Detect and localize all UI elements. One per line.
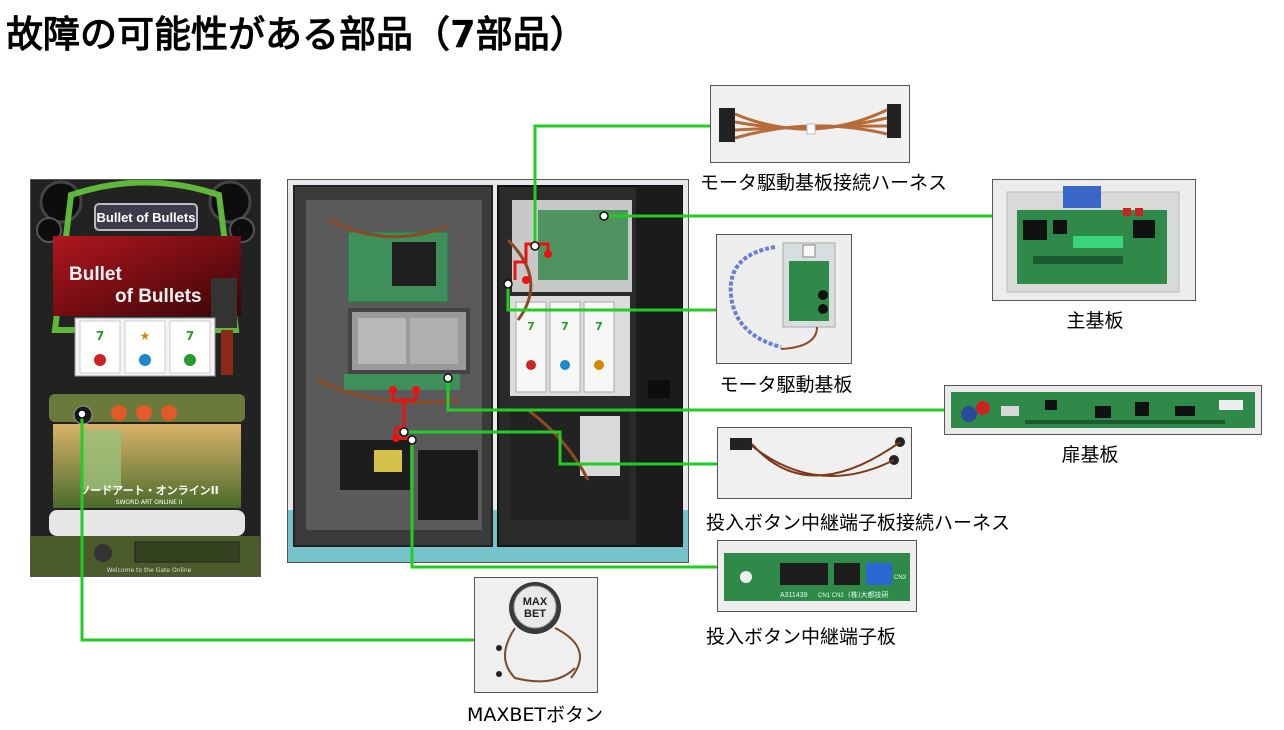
relay-board-drawing: A311439 CN1 CN2 (株)大都技研 CN3 [718, 541, 916, 611]
marker-dot [412, 386, 420, 394]
motor-harness-photo [710, 85, 910, 163]
endpoint-relay-harness [399, 427, 409, 437]
svg-text:7: 7 [595, 320, 603, 333]
endpoint-main-board [599, 211, 609, 221]
motor-harness-label: モータ駆動基板接続ハーネス [700, 172, 948, 194]
relay-harness-photo [717, 427, 912, 499]
door-board-photo [944, 385, 1262, 435]
motor-harness-drawing [711, 86, 909, 162]
line-relay-board [410, 440, 717, 569]
relay-board-maker: (株)大都技研 [848, 590, 888, 599]
machine-logo: Bullet of Bullets [97, 210, 196, 225]
main-board-photo [992, 179, 1196, 301]
line-relay-harness [404, 430, 717, 466]
relay-board-photo: A311439 CN1 CN2 (株)大都技研 CN3 [717, 540, 917, 612]
marker-dot [392, 434, 400, 442]
marker-bracket-top [513, 242, 550, 280]
endpoint-maxbet-button [77, 409, 87, 419]
relay-board-code: A311439 [780, 592, 808, 599]
maxbet-button-label: MAXBETボタン [466, 704, 604, 726]
svg-text:7: 7 [561, 320, 569, 333]
svg-text:7: 7 [96, 329, 104, 343]
marker-dot [544, 250, 552, 258]
line-motor-harness [533, 124, 710, 246]
main-board-drawing [993, 180, 1195, 300]
door-board-drawing [945, 386, 1261, 434]
marker-dot [389, 386, 397, 394]
endpoint-motor-board [503, 279, 513, 289]
main-board-label: 主基板 [1066, 310, 1124, 332]
marker-dot [522, 276, 530, 284]
lcd-subtitle: SWORD ART ONLINE II [116, 499, 183, 506]
line-door-board [446, 378, 944, 412]
machine-bottom-text: Welcome to the Gate Online [107, 567, 192, 574]
motor-board-label: モータ駆動基板 [719, 374, 853, 396]
door-board-label: 扉基板 [1061, 444, 1119, 466]
line-motor-board [506, 284, 716, 312]
line-maxbet-button [80, 414, 474, 642]
lcd-title: ソードアート・オンラインII [79, 484, 219, 497]
svg-text:Bullet: Bullet [69, 264, 122, 285]
motor-board-drawing [717, 235, 851, 363]
maxbet-cap-line2: BET [524, 608, 546, 620]
machine-front-drawing: Bullet of Bullets Bullet of Bullets 7 ★ … [31, 180, 260, 576]
page-title: 故障の可能性がある部品（7部品） [6, 13, 587, 56]
relay-board-label: 投入ボタン中継端子板 [706, 626, 897, 648]
relay-harness-label: 投入ボタン中継端子板接続ハーネス [706, 512, 1011, 534]
endpoint-motor-harness [530, 241, 540, 251]
motor-board-photo [716, 234, 852, 364]
maxbet-button-drawing: MAX BET [475, 578, 597, 692]
endpoint-relay-board [407, 435, 417, 445]
svg-text:7: 7 [527, 320, 535, 333]
maxbet-cap-line1: MAX [523, 596, 548, 608]
relay-board-connectors: CN1 CN2 [818, 593, 844, 599]
svg-text:7: 7 [186, 329, 194, 343]
machine-front-photo: Bullet of Bullets Bullet of Bullets 7 ★ … [30, 179, 261, 577]
relay-harness-drawing [718, 428, 911, 498]
relay-board-tag: CN3 [894, 575, 907, 581]
endpoint-door-board [443, 373, 453, 383]
svg-text:of Bullets: of Bullets [115, 286, 202, 307]
maxbet-button-photo: MAX BET [474, 577, 598, 693]
svg-text:★: ★ [140, 329, 151, 343]
